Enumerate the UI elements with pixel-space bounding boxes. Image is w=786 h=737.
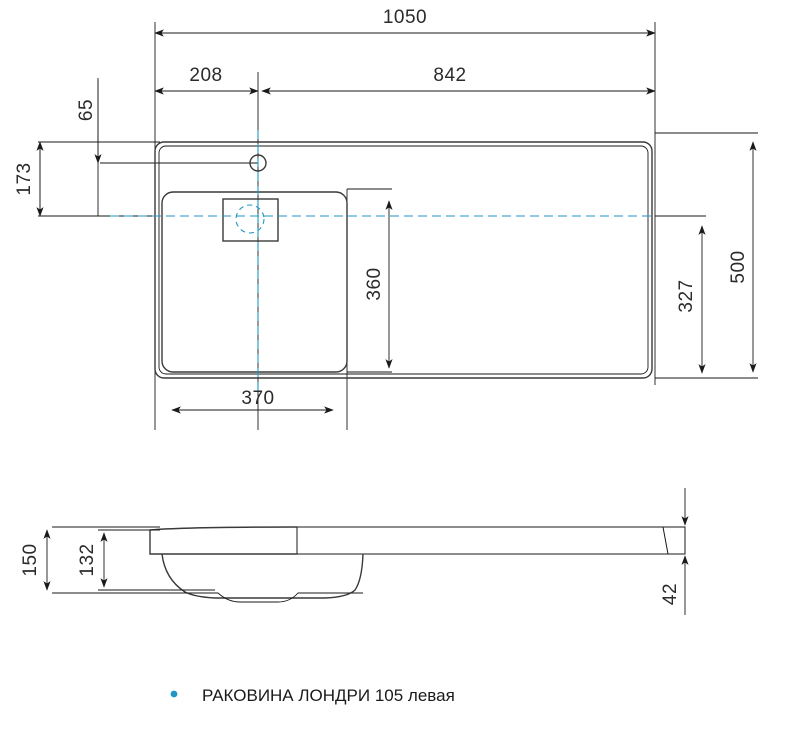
dimension-label-327: 327 xyxy=(676,279,697,312)
dimension-label-173: 173 xyxy=(14,162,35,195)
dimension-counter-thickness-42: 42 xyxy=(660,488,689,615)
bullet-point-icon xyxy=(170,690,178,698)
sink-outer-outline xyxy=(154,141,653,379)
dimension-label-1050: 1050 xyxy=(383,7,427,28)
side-view-group: 150 132 42 xyxy=(20,488,689,615)
bowl-profile xyxy=(161,553,364,599)
counter-slab-profile xyxy=(296,526,686,555)
dimension-label-370: 370 xyxy=(241,388,274,409)
dimension-label-132: 132 xyxy=(77,543,98,576)
dimension-label-360: 360 xyxy=(364,267,385,300)
dimension-basin-depth-360: 360 xyxy=(347,188,393,373)
dimension-offset-right-842: 842 xyxy=(261,65,656,95)
dimension-overall-width-1050: 1050 xyxy=(154,7,656,37)
dimension-label-42: 42 xyxy=(660,583,681,605)
drain-rectangle xyxy=(222,198,279,242)
basin-outline xyxy=(161,191,348,373)
counter-edge-tick xyxy=(662,526,669,555)
dimension-basin-width-370: 370 xyxy=(171,388,334,414)
dimension-faucet-from-top-65: 65 xyxy=(76,80,102,164)
sink-inner-rim xyxy=(158,145,649,375)
dimension-total-height-150: 150 xyxy=(20,526,160,594)
dimension-label-65: 65 xyxy=(76,99,97,121)
dimension-offset-left-208: 208 xyxy=(154,65,259,95)
dimension-overall-depth-500: 500 xyxy=(655,132,758,379)
bowl-bottom-line xyxy=(106,592,363,603)
dimension-label-842: 842 xyxy=(433,65,466,86)
dimension-bowl-depth-132: 132 xyxy=(77,529,215,591)
product-title: РАКОВИНА ЛОНДРИ 105 левая xyxy=(202,686,455,705)
dimension-label-500: 500 xyxy=(728,250,749,283)
drain-circle-icon xyxy=(235,204,265,234)
faucet-hole-icon xyxy=(249,154,267,172)
caption-group: РАКОВИНА ЛОНДРИ 105 левая xyxy=(170,686,455,705)
dimension-center-from-top-173: 173 xyxy=(14,141,44,217)
dimension-label-208: 208 xyxy=(189,65,222,86)
dimension-label-150: 150 xyxy=(20,543,41,576)
top-view-group: 1050 208 842 65 173 xyxy=(14,7,758,430)
